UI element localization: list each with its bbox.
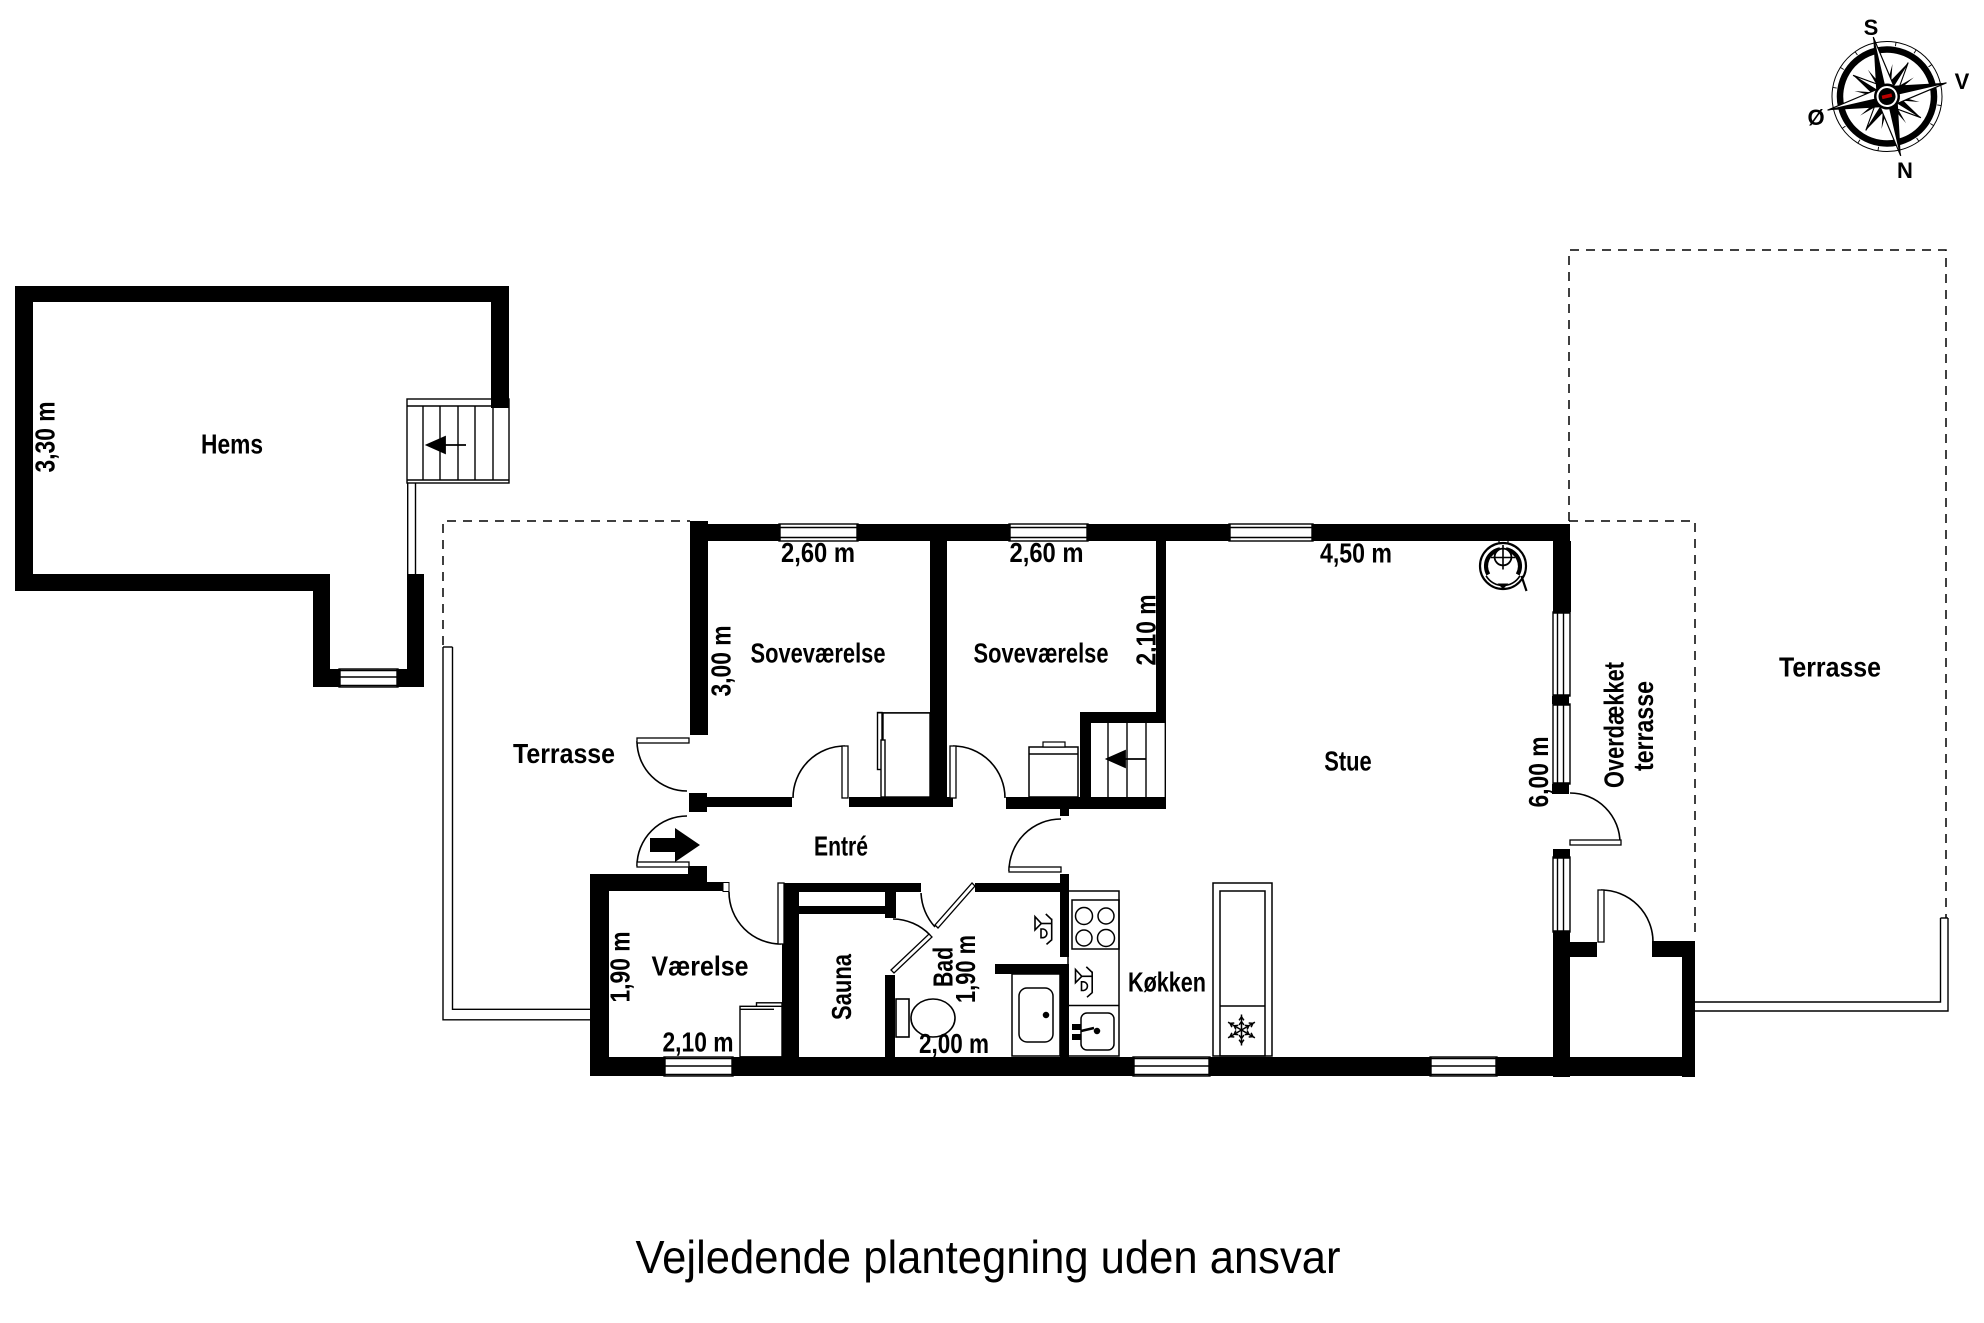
svg-text:3,00 m: 3,00 m xyxy=(706,626,737,697)
svg-text:Terrasse: Terrasse xyxy=(513,738,615,769)
svg-text:6,00 m: 6,00 m xyxy=(1523,737,1554,808)
svg-text:Soveværelse: Soveværelse xyxy=(751,638,886,669)
svg-text:2,00 m: 2,00 m xyxy=(919,1028,989,1059)
svg-text:Køkken: Køkken xyxy=(1128,967,1206,998)
svg-text:Værelse: Værelse xyxy=(652,951,749,982)
svg-text:4,50 m: 4,50 m xyxy=(1320,538,1392,569)
svg-text:2,10 m: 2,10 m xyxy=(663,1027,734,1058)
svg-text:Stue: Stue xyxy=(1324,746,1372,777)
svg-text:N: N xyxy=(1897,158,1913,183)
svg-text:Ø: Ø xyxy=(1807,105,1824,130)
svg-text:Vejledende plantegning uden an: Vejledende plantegning uden ansvar xyxy=(636,1231,1341,1283)
svg-text:2,60 m: 2,60 m xyxy=(1010,537,1084,568)
svg-text:Soveværelse: Soveværelse xyxy=(974,638,1109,669)
svg-text:S: S xyxy=(1864,15,1879,40)
svg-text:3,30 m: 3,30 m xyxy=(30,402,61,473)
svg-text:Overdækket: Overdækket xyxy=(1599,662,1630,788)
svg-text:Entré: Entré xyxy=(814,831,868,862)
svg-text:Hems: Hems xyxy=(201,429,263,460)
svg-text:V: V xyxy=(1955,69,1970,94)
svg-text:Bad: Bad xyxy=(928,947,959,987)
svg-text:Sauna: Sauna xyxy=(826,953,857,1020)
svg-text:1,90 m: 1,90 m xyxy=(605,932,636,1003)
svg-text:1,90 m: 1,90 m xyxy=(950,935,981,1003)
svg-text:Terrasse: Terrasse xyxy=(1779,652,1881,683)
svg-text:terrasse: terrasse xyxy=(1628,681,1659,771)
svg-text:2,10 m: 2,10 m xyxy=(1131,595,1162,666)
svg-text:2,60 m: 2,60 m xyxy=(781,537,855,568)
